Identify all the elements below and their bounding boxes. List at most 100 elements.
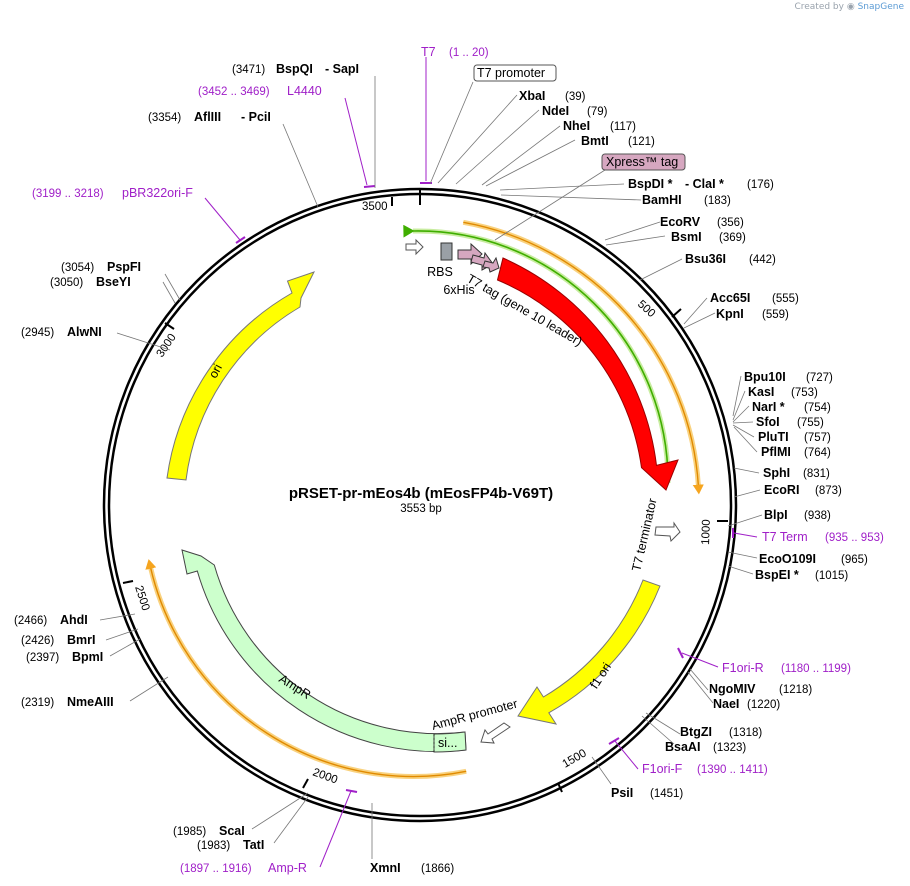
enzyme-pos: (39)	[565, 91, 586, 103]
enzyme-name[interactable]: BspDI *	[628, 177, 673, 191]
primer-f1orir-range: (1180 .. 1199)	[781, 663, 851, 675]
label-t7-promoter[interactable]: T7 promoter	[477, 66, 545, 80]
primer-t7-range: (1 .. 20)	[449, 47, 489, 59]
enzyme-name-extra[interactable]: - PciI	[241, 110, 271, 124]
feature-t7-terminator[interactable]	[654, 521, 681, 543]
enzyme-name[interactable]: AflIII	[194, 110, 221, 124]
enzyme-pos: (3050)	[50, 277, 83, 289]
enzyme-pos: (1983)	[197, 840, 230, 852]
feature-ori[interactable]	[166, 271, 315, 481]
enzyme-leaders	[99, 76, 763, 859]
enzyme-name[interactable]: KpnI	[716, 307, 744, 321]
label-xpress-tag[interactable]: Xpress™ tag	[606, 155, 678, 169]
enzyme-name[interactable]: EcoRI	[764, 483, 799, 497]
feature-xpress[interactable]	[482, 256, 500, 273]
enzyme-name[interactable]: SfoI	[756, 415, 780, 429]
enzyme-pos: (757)	[804, 432, 831, 444]
enzyme-name[interactable]: PflMI	[761, 445, 791, 459]
enzyme-name[interactable]: AhdI	[60, 613, 88, 627]
enzyme-pos: (873)	[815, 485, 842, 497]
tick-2500: 2500	[132, 584, 151, 612]
feature-ampr[interactable]	[181, 549, 467, 753]
snapgene-credit: Created by ◉ SnapGene	[794, 2, 904, 12]
tick-1500: 1500	[561, 747, 589, 770]
enzyme-name[interactable]: PluTI	[758, 430, 789, 444]
feature-f1-ori[interactable]	[517, 579, 661, 725]
enzyme-labels: (3471) BspQI - SapI (3354) AflIII - PciI…	[14, 62, 868, 875]
enzyme-name[interactable]: EcoO109I	[759, 552, 816, 566]
enzyme-name[interactable]: BtgZI	[680, 725, 712, 739]
snapgene-logo-icon: ◉	[846, 2, 855, 12]
enzyme-name[interactable]: KasI	[748, 385, 774, 399]
enzyme-name[interactable]: BmrI	[67, 633, 95, 647]
feature-meos4b[interactable]	[496, 257, 679, 491]
enzyme-name[interactable]: SphI	[763, 466, 790, 480]
enzyme-pos: (764)	[804, 447, 831, 459]
enzyme-name[interactable]: BsmI	[671, 230, 702, 244]
enzyme-pos: (1218)	[779, 684, 812, 696]
enzyme-pos: (2466)	[14, 615, 47, 627]
enzyme-name[interactable]: Acc65I	[710, 291, 750, 305]
primer-t7term-name[interactable]: T7 Term	[762, 530, 808, 544]
enzyme-pos: (754)	[804, 402, 831, 414]
enzyme-name[interactable]: BmtI	[581, 134, 609, 148]
enzyme-name[interactable]: Bpu10I	[744, 370, 786, 384]
primer-l4440-name[interactable]: L4440	[287, 84, 322, 98]
enzyme-name[interactable]: PsiI	[611, 786, 633, 800]
enzyme-pos: (755)	[797, 417, 824, 429]
enzyme-name[interactable]: NheI	[563, 119, 590, 133]
primer-f1orir-name[interactable]: F1ori-R	[722, 661, 764, 675]
primer-t7-name[interactable]: T7	[421, 45, 436, 59]
primer-ampr-name[interactable]: Amp-R	[268, 861, 307, 875]
enzyme-name[interactable]: BlpI	[764, 508, 788, 522]
enzyme-name[interactable]: NmeAIII	[67, 695, 114, 709]
label-signal: si...	[438, 736, 457, 750]
primer-ampr-range: (1897 .. 1916)	[180, 863, 252, 875]
enzyme-name[interactable]: BamHI	[642, 193, 682, 207]
enzyme-pos: (559)	[762, 309, 789, 321]
enzyme-pos: (79)	[587, 106, 608, 118]
enzyme-name[interactable]: BspQI	[276, 62, 313, 76]
enzyme-pos: (1451)	[650, 788, 683, 800]
enzyme-name[interactable]: NdeI	[542, 104, 569, 118]
enzyme-name[interactable]: Bsu36I	[685, 252, 726, 266]
enzyme-name-extra[interactable]: - ClaI *	[685, 177, 724, 191]
enzyme-pos: (753)	[791, 387, 818, 399]
enzyme-name[interactable]: XmnI	[370, 861, 401, 875]
enzyme-name[interactable]: AlwNI	[67, 325, 102, 339]
primer-pbr322-name[interactable]: pBR322ori-F	[122, 186, 193, 200]
enzyme-name[interactable]: BspEI *	[755, 568, 799, 582]
primer-leaders	[204, 57, 758, 868]
enzyme-name[interactable]: ScaI	[219, 824, 245, 838]
label-ori: ori	[206, 362, 225, 381]
enzyme-pos: (2319)	[21, 697, 54, 709]
xpress-tag-box	[601, 153, 686, 171]
primer-f1orif-name[interactable]: F1ori-F	[642, 762, 683, 776]
enzyme-pos: (831)	[803, 468, 830, 480]
enzyme-pos: (2945)	[21, 327, 54, 339]
enzyme-pos: (3054)	[61, 262, 94, 274]
feature-rbs[interactable]	[405, 238, 424, 256]
enzyme-pos: (121)	[628, 136, 655, 148]
enzyme-pos: (1015)	[815, 570, 848, 582]
orf-orange-arc	[463, 221, 704, 495]
enzyme-name[interactable]: BseYI	[96, 275, 131, 289]
enzyme-name[interactable]: BpmI	[72, 650, 103, 664]
enzyme-name[interactable]: NaeI	[713, 697, 739, 711]
enzyme-name[interactable]: XbaI	[519, 89, 545, 103]
tick-marks	[122, 189, 728, 793]
enzyme-name[interactable]: PspFI	[107, 260, 141, 274]
enzyme-name[interactable]: TatI	[243, 838, 264, 852]
enzyme-pos: (965)	[841, 554, 868, 566]
enzyme-name[interactable]: NarI *	[752, 400, 785, 414]
enzyme-pos: (1323)	[713, 742, 746, 754]
enzyme-pos: (442)	[749, 254, 776, 266]
enzyme-name[interactable]: EcoRV	[660, 215, 701, 229]
plasmid-length: 3553 bp	[400, 503, 442, 515]
feature-ampr-promoter[interactable]	[480, 722, 511, 744]
enzyme-name[interactable]: NgoMIV	[709, 682, 756, 696]
enzyme-name[interactable]: BsaAI	[665, 740, 700, 754]
enzyme-name-extra[interactable]: - SapI	[325, 62, 359, 76]
enzyme-pos: (183)	[704, 195, 731, 207]
